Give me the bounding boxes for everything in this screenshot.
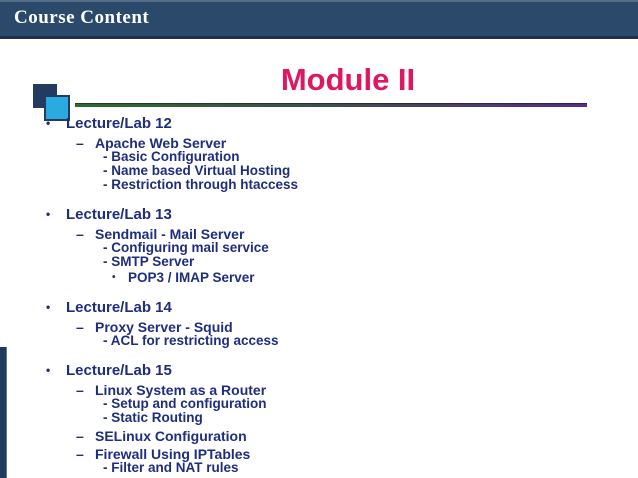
list-item: –Apache Web Server: [0, 136, 638, 150]
lecture-lab-heading: • Lecture/Lab 14: [0, 299, 638, 316]
list-item-text: - Setup and configuration: [103, 396, 267, 411]
bullet-icon: •: [112, 272, 116, 283]
list-item: - Basic Configuration: [0, 150, 638, 164]
left-edge-accent-bar: [0, 347, 7, 478]
list-item: • POP3 / IMAP Server: [0, 271, 638, 285]
list-item-text: Linux System as a Router: [95, 382, 267, 398]
bullet-icon: •: [46, 207, 51, 221]
bullet-icon: •: [46, 300, 51, 314]
dash-icon: –: [76, 226, 84, 242]
dash-icon: –: [76, 382, 84, 398]
header-bar: [0, 0, 638, 39]
list-item-text: Sendmail - Mail Server: [95, 226, 245, 242]
title-underline-rule: [75, 103, 587, 107]
list-item: –Firewall Using IPTables: [0, 447, 638, 461]
list-item-text: Proxy Server - Squid: [95, 319, 233, 335]
header-title: Course Content: [14, 7, 150, 28]
dash-icon: –: [76, 428, 84, 444]
list-item-text: - Basic Configuration: [103, 149, 240, 164]
decorative-square-front: [44, 95, 70, 121]
list-item-text: - Static Routing: [103, 410, 203, 425]
list-item: - ACL for restricting access: [0, 334, 638, 348]
lecture-lab-heading: • Lecture/Lab 12: [0, 115, 638, 132]
list-item: –Linux System as a Router: [0, 383, 638, 397]
list-item-text: Apache Web Server: [95, 135, 227, 151]
list-item-text: - Restriction through htaccess: [103, 177, 299, 192]
list-item: - Configuring mail service: [0, 241, 638, 255]
dash-icon: –: [76, 446, 84, 462]
list-item: - Name based Virtual Hosting: [0, 164, 638, 178]
course-outline-list: •Lecture/Lab 12–Apache Web Server- Basic…: [0, 110, 638, 475]
list-item-text: - ACL for restricting access: [103, 333, 279, 348]
list-item-text: Lecture/Lab 15: [66, 362, 172, 379]
list-item: - Restriction through htaccess: [0, 178, 638, 192]
list-item-text: Lecture/Lab 13: [66, 206, 172, 223]
list-item-text: Firewall Using IPTables: [95, 446, 251, 462]
list-item: –Proxy Server - Squid: [0, 320, 638, 334]
slide-title: Module II: [280, 62, 416, 97]
list-item: - Filter and NAT rules: [0, 461, 638, 475]
bullet-icon: •: [46, 363, 51, 377]
list-item: - Setup and configuration: [0, 397, 638, 411]
list-item: –SELinux Configuration: [0, 429, 638, 443]
list-item: –Sendmail - Mail Server: [0, 227, 638, 241]
list-item-text: - Name based Virtual Hosting: [103, 163, 291, 178]
list-item-text: - Configuring mail service: [103, 240, 269, 255]
list-item-text: Lecture/Lab 14: [66, 299, 172, 316]
bullet-icon: •: [46, 116, 51, 130]
list-item: - SMTP Server: [0, 255, 638, 269]
lecture-lab-heading: • Lecture/Lab 13: [0, 206, 638, 223]
list-item-text: SELinux Configuration: [95, 428, 247, 444]
lecture-lab-heading: • Lecture/Lab 15: [0, 362, 638, 379]
dash-icon: –: [76, 319, 84, 335]
list-item-text: - Filter and NAT rules: [103, 460, 239, 475]
list-item-text: - SMTP Server: [103, 254, 195, 269]
list-item: - Static Routing: [0, 411, 638, 425]
list-item-text: POP3 / IMAP Server: [128, 270, 255, 285]
dash-icon: –: [76, 135, 84, 151]
list-item-text: Lecture/Lab 12: [66, 115, 172, 132]
